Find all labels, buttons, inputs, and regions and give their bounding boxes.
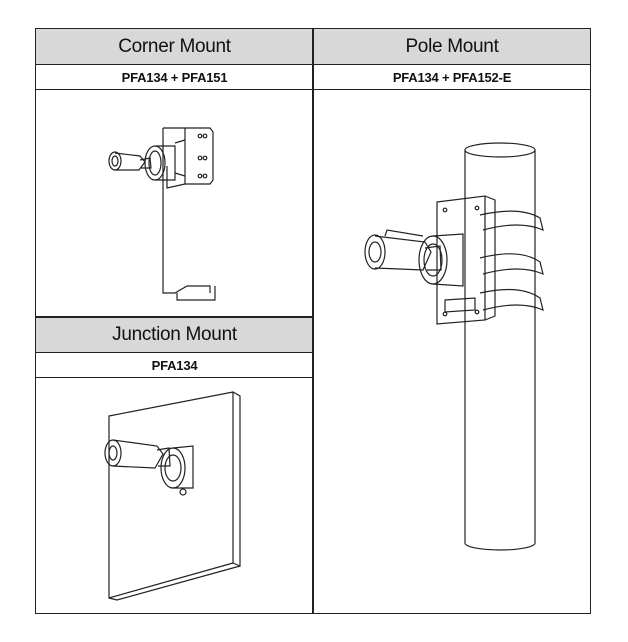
mount-table: Corner Mount Pole Mount Junction Mount P…: [35, 28, 591, 614]
corner-mount-title: Corner Mount: [118, 35, 231, 57]
models-divider: [35, 89, 591, 90]
header-divider: [35, 64, 591, 65]
junction-mount-models: PFA134: [36, 353, 313, 377]
junction-top-divider: [35, 316, 313, 318]
junction-mount-header: Junction Mount: [36, 317, 313, 352]
corner-mount-models: PFA134 + PFA151: [36, 65, 313, 89]
junction-mount-illustration: [95, 388, 255, 608]
pole-mount-title: Pole Mount: [405, 35, 499, 57]
corner-mount-header: Corner Mount: [36, 29, 313, 64]
corner-mount-illustration: [95, 118, 295, 313]
pole-mount-header: Pole Mount: [314, 29, 590, 64]
corner-mount-models-label: PFA134 + PFA151: [121, 69, 228, 85]
pole-mount-models: PFA134 + PFA152-E: [314, 65, 590, 89]
junction-mount-models-label: PFA134: [151, 357, 198, 373]
pole-mount-illustration: [345, 138, 585, 608]
pole-mount-models-label: PFA134 + PFA152-E: [392, 69, 512, 85]
junction-header-divider: [35, 352, 313, 353]
column-divider: [312, 28, 314, 614]
junction-mount-title: Junction Mount: [112, 323, 237, 345]
junction-models-divider: [35, 377, 313, 378]
